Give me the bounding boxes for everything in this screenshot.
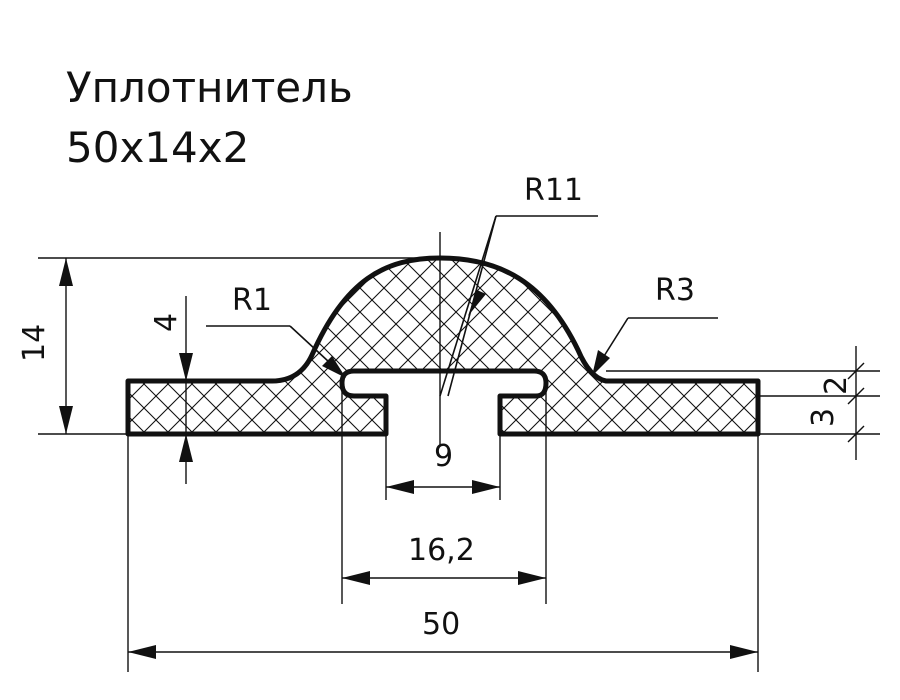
arrow-50-right bbox=[730, 645, 758, 659]
label-r11: R11 bbox=[524, 173, 583, 208]
arrow-r1 bbox=[322, 356, 346, 378]
dim-label-flange: 4 bbox=[149, 313, 184, 332]
arrow-14-top bbox=[59, 258, 73, 286]
dim-label-inner-width: 16,2 bbox=[408, 533, 475, 568]
arrow-14-bottom bbox=[59, 406, 73, 434]
arrow-4-bottom bbox=[179, 434, 193, 462]
dim-label-slot-width: 9 bbox=[434, 439, 453, 474]
arrow-50-left bbox=[128, 645, 156, 659]
dim-label-total-height: 14 bbox=[17, 324, 52, 362]
label-r1: R1 bbox=[232, 283, 272, 318]
leader-r11-line-2 bbox=[439, 215, 497, 397]
dim-tick-3 bbox=[847, 425, 865, 443]
arrow-r3 bbox=[592, 350, 610, 376]
arrow-16-left bbox=[342, 571, 370, 585]
arrow-9-left bbox=[386, 480, 414, 494]
dim-tick-1 bbox=[847, 362, 865, 380]
profile-hatching bbox=[128, 258, 758, 434]
arrow-4-top bbox=[179, 353, 193, 381]
title-line-1: Уплотнитель bbox=[66, 63, 353, 112]
dim-label-base-height: 3 bbox=[806, 408, 841, 427]
dim-tick-2 bbox=[847, 387, 865, 405]
arrow-16-right bbox=[518, 571, 546, 585]
dim-label-total-width: 50 bbox=[422, 607, 460, 642]
arrow-9-right bbox=[472, 480, 500, 494]
dim-label-lip-gap: 2 bbox=[819, 376, 854, 395]
arrow-r11 bbox=[468, 290, 486, 316]
seal-profile-outline bbox=[125, 255, 761, 437]
title-line-2: 50х14х2 bbox=[66, 123, 249, 172]
label-r3: R3 bbox=[655, 273, 695, 308]
